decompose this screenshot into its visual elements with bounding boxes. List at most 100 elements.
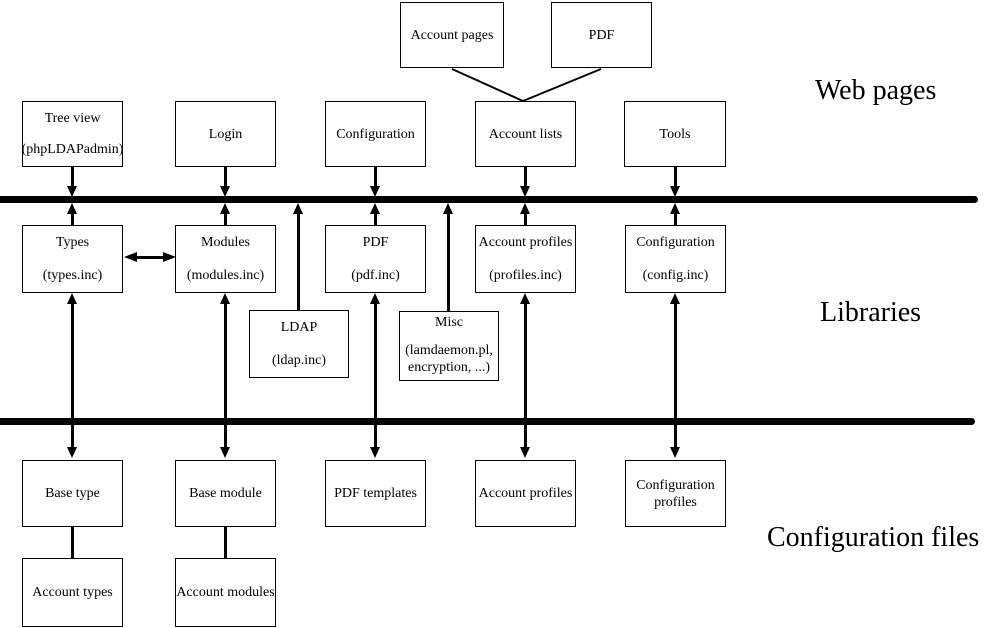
node-label: Configuration: [636, 477, 715, 493]
node-label: Base type: [45, 486, 100, 501]
connector-configuration-lib-profiles: [674, 302, 677, 448]
node-configuration-lib: Configuration (config.inc): [625, 225, 726, 293]
connector-types-modules: [133, 256, 167, 259]
node-label: Modules: [201, 235, 250, 250]
node-label: Account profiles: [478, 486, 573, 501]
node-label: Account lists: [488, 126, 563, 142]
arrowhead-down-icon: [670, 447, 680, 458]
node-ldap: LDAP (ldap.inc): [249, 310, 349, 378]
connector-bus1-account-profiles-lib: [524, 212, 527, 226]
node-base-module: Base module: [175, 460, 276, 527]
node-sublabel: profiles: [654, 494, 697, 510]
arrowhead-up-icon: [220, 203, 230, 214]
section-label-web-pages: Web pages: [815, 75, 937, 106]
node-types: Types (types.inc): [22, 225, 123, 293]
arrowhead-down-icon: [220, 186, 230, 197]
account-pages-to-account-lists-line: [451, 68, 524, 102]
node-label: PDF: [588, 27, 615, 43]
arrowhead-left-icon: [124, 252, 137, 262]
arrowhead-up-icon: [370, 293, 380, 304]
node-label: Login: [208, 126, 243, 142]
arrowhead-up-icon: [67, 293, 77, 304]
web-library-bus-line: [0, 196, 978, 203]
connector-types-base-type: [71, 302, 74, 448]
connector-base-module-account-modules: [224, 527, 227, 558]
arrowhead-up-icon: [293, 203, 303, 214]
node-label: Account modules: [176, 585, 275, 600]
node-label: Account types: [32, 585, 113, 600]
node-account-lists: Account lists: [475, 101, 576, 167]
node-label: Configuration: [636, 235, 715, 250]
node-label: Types: [55, 235, 90, 250]
node-sublabel: (lamdaemon.pl,: [405, 343, 493, 358]
node-sublabel: (profiles.inc): [489, 268, 562, 283]
node-label: Account profiles: [478, 235, 573, 250]
node-account-pages: Account pages: [400, 2, 504, 68]
node-label: Tree view: [44, 111, 101, 126]
arrowhead-down-icon: [370, 447, 380, 458]
node-label: PDF templates: [334, 486, 417, 501]
node-base-type: Base type: [22, 460, 123, 527]
node-account-profiles-lib: Account profiles (profiles.inc): [475, 225, 576, 293]
node-tools: Tools: [624, 101, 726, 167]
node-modules: Modules (modules.inc): [175, 225, 276, 293]
section-label-configuration-files: Configuration files: [767, 522, 980, 553]
connector-misc-bus1: [447, 212, 450, 312]
arrowhead-down-icon: [520, 447, 530, 458]
node-login: Login: [175, 101, 276, 167]
arrowhead-down-icon: [670, 186, 680, 197]
connector-bus1-types: [71, 212, 74, 226]
arrowhead-up-icon: [220, 293, 230, 304]
connector-modules-base-module: [224, 302, 227, 448]
node-tree-view: Tree view (phpLDAPadmin): [22, 101, 123, 167]
node-sublabel: (phpLDAPadmin): [21, 142, 124, 157]
node-configuration-page: Configuration: [325, 101, 426, 167]
node-misc: Misc (lamdaemon.pl, encryption, ...): [399, 311, 499, 381]
connector-account-lists-bus1: [524, 167, 527, 189]
node-sublabel-group: (lamdaemon.pl, encryption, ...): [405, 342, 493, 376]
node-label: Configuration: [336, 126, 415, 142]
library-config-bus-line: [0, 418, 975, 425]
node-label: PDF: [362, 235, 389, 250]
node-label: Tools: [659, 126, 691, 142]
pdf-to-account-lists-line: [522, 68, 602, 102]
arrowhead-up-icon: [443, 203, 453, 214]
arrowhead-up-icon: [670, 293, 680, 304]
connector-ldap-bus1: [297, 212, 300, 311]
node-label: LDAP: [280, 320, 318, 335]
arrowhead-up-icon: [670, 203, 680, 214]
arrowhead-down-icon: [220, 447, 230, 458]
connector-base-type-account-types: [71, 527, 74, 558]
connector-pdf-lib-pdf-templates: [374, 302, 377, 448]
node-label: Account pages: [410, 27, 494, 43]
arrowhead-down-icon: [67, 447, 77, 458]
connector-login-bus1: [224, 167, 227, 189]
node-sublabel: (modules.inc): [186, 268, 265, 283]
arrowhead-right-icon: [163, 252, 176, 262]
node-sublabel: encryption, ...): [407, 360, 491, 375]
node-label: Misc: [435, 315, 463, 330]
node-pdf-lib: PDF (pdf.inc): [325, 225, 426, 293]
arrowhead-up-icon: [520, 293, 530, 304]
connector-tree-view-bus1: [71, 167, 74, 189]
connector-bus1-modules: [224, 212, 227, 226]
connector-configuration-bus1: [374, 167, 377, 189]
arrowhead-up-icon: [520, 203, 530, 214]
node-sublabel: (config.inc): [642, 268, 709, 283]
arrowhead-down-icon: [520, 186, 530, 197]
connector-bus1-configuration-lib: [674, 212, 677, 226]
node-sublabel: (ldap.inc): [271, 353, 327, 368]
node-account-modules: Account modules: [175, 558, 276, 627]
node-label: Base module: [189, 486, 262, 501]
node-pdf-page: PDF: [551, 2, 652, 68]
node-sublabel: (pdf.inc): [351, 268, 400, 283]
connector-tools-bus1: [674, 167, 677, 189]
connector-account-profiles-lib-cfg: [524, 302, 527, 448]
node-account-profiles-cfg: Account profiles: [475, 460, 576, 527]
arrowhead-down-icon: [67, 186, 77, 197]
node-configuration-profiles: Configuration profiles: [625, 460, 726, 527]
node-pdf-templates: PDF templates: [325, 460, 426, 527]
node-sublabel: (types.inc): [42, 268, 103, 283]
arrowhead-up-icon: [67, 203, 77, 214]
